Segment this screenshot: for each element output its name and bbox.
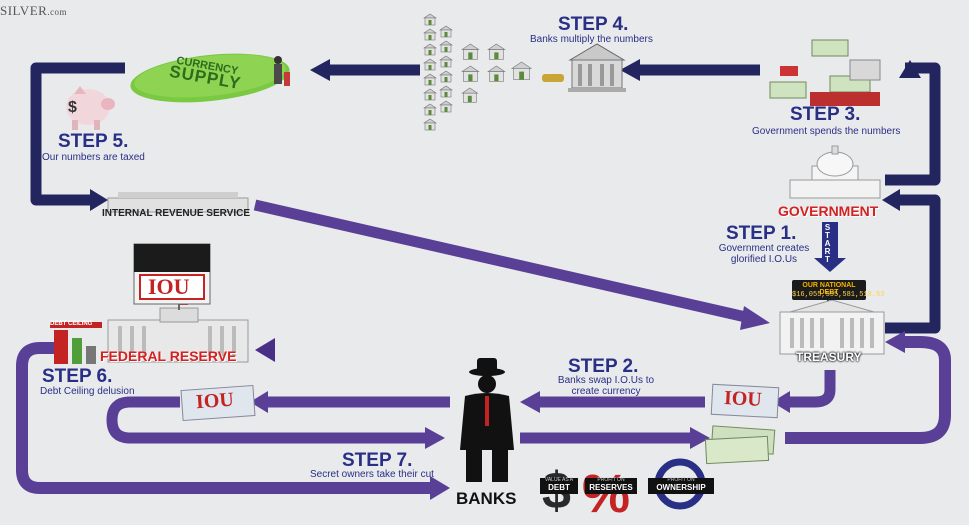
small-bank-icon <box>439 70 453 83</box>
iou-note-left <box>180 384 256 422</box>
step6-title: STEP 6. <box>42 366 113 387</box>
arrow-right-loop <box>785 336 951 444</box>
symbol-debt-label: DEBT <box>548 483 570 492</box>
iou-note-left-text: IOU <box>195 388 235 414</box>
currency-supply-illustration <box>130 53 290 103</box>
symbol-ownership-label: OWNERSHIP <box>656 483 706 492</box>
step5-title: STEP 5. <box>58 131 129 152</box>
treasury-label: TREASURY <box>796 350 862 364</box>
small-bank-icon <box>511 61 533 80</box>
step1-subtitle: Government creates glorified I.O.Us <box>718 243 810 265</box>
small-bank-icon <box>439 25 453 38</box>
national-debt-value: $16,055,555,581,518.53 <box>792 291 885 299</box>
symbol-reserves: % <box>582 464 637 524</box>
step3-title: STEP 3. <box>790 104 861 125</box>
step7-title: STEP 7. <box>342 450 413 471</box>
small-bank-icon <box>439 55 453 68</box>
bank-grid-illustration <box>423 13 564 131</box>
symbol-debt: $ <box>540 462 578 520</box>
symbol-debt-small: VALUE AS A <box>544 477 574 483</box>
symbol-ownership-small: PROFIT ON <box>667 477 695 483</box>
symbol-reserves-small: PROFIT ON <box>597 477 625 483</box>
car-icon <box>542 74 564 82</box>
small-bank-icon <box>423 58 437 71</box>
small-bank-icon <box>423 43 437 56</box>
small-bank-icon <box>423 28 437 41</box>
dollar-bills-icon <box>704 425 776 465</box>
debt-ceiling-label: DEBT CEILING <box>50 321 93 327</box>
iou-building-icon <box>133 243 211 305</box>
symbol-reserves-label: RESERVES <box>589 483 633 492</box>
arrow-treasury-up <box>885 194 941 334</box>
step2-subtitle: Banks swap I.O.Us to create currency <box>557 375 655 397</box>
brand-logo: SILVER.com <box>0 3 68 18</box>
small-bank-icon <box>439 85 453 98</box>
small-bank-icon <box>423 103 437 116</box>
irs-building-icon <box>107 192 249 213</box>
iou-building-text: IOU <box>148 274 190 299</box>
small-bank-icon <box>461 87 479 103</box>
flow-arrows <box>30 59 941 334</box>
banks-label: BANKS <box>456 489 517 508</box>
arrow-government-up <box>885 62 941 186</box>
debt-ceiling-chart <box>50 322 102 364</box>
arrow-currency-to-irs <box>30 62 125 206</box>
money-pile-illustration <box>769 39 881 106</box>
small-bank-icon <box>487 43 506 60</box>
arrow-irs-to-treasury <box>253 199 752 324</box>
iou-note-right <box>710 383 780 419</box>
purple-arrows <box>16 199 951 500</box>
banker-figure <box>460 358 514 482</box>
arrow-treasury-down <box>790 370 836 408</box>
irs-label: INTERNAL REVENUE SERVICE <box>102 208 250 219</box>
step5-subtitle: Our numbers are taxed <box>42 152 145 163</box>
piggy-bank-icon: $ <box>66 86 115 130</box>
small-bank-icon <box>461 65 480 82</box>
start-label: START <box>823 223 832 263</box>
small-bank-icon <box>487 65 506 82</box>
svg-text:$: $ <box>68 99 77 116</box>
small-bank-icon <box>423 13 437 26</box>
treasury-building-icon <box>779 299 885 355</box>
national-debt-title: OUR NATIONAL DEBT <box>802 282 856 296</box>
step4-title: STEP 4. <box>558 14 629 35</box>
capitol-building-icon <box>789 145 881 199</box>
symbol-ownership <box>648 458 714 510</box>
arrow-iou-loop <box>106 396 425 444</box>
step6-subtitle: Debt Ceiling delusion <box>40 386 135 397</box>
step3-subtitle: Government spends the numbers <box>752 126 901 137</box>
start-arrow <box>814 222 846 272</box>
arrow-fed-to-banks <box>16 342 430 494</box>
step4-subtitle: Banks multiply the numbers <box>530 34 653 45</box>
federal-reserve-label: FEDERAL RESERVE <box>100 348 237 364</box>
step1-title: STEP 1. <box>726 223 797 244</box>
bank-building-icon <box>568 43 626 92</box>
step7-subtitle: Secret owners take their cut <box>310 469 434 480</box>
small-bank-icon <box>423 118 437 131</box>
step2-title: STEP 2. <box>568 356 639 377</box>
federal-reserve-building-icon <box>107 300 249 363</box>
national-debt-clock: OUR NATIONAL DEBT $16,055,555,581,518.53 <box>792 280 885 300</box>
small-bank-icon <box>423 88 437 101</box>
small-bank-icon <box>461 43 480 60</box>
government-label: GOVERNMENT <box>778 203 879 219</box>
small-bank-icon <box>439 40 453 53</box>
small-bank-icon <box>439 100 453 113</box>
iou-note-right-text: IOU <box>723 387 763 411</box>
small-bank-icon <box>423 73 437 86</box>
